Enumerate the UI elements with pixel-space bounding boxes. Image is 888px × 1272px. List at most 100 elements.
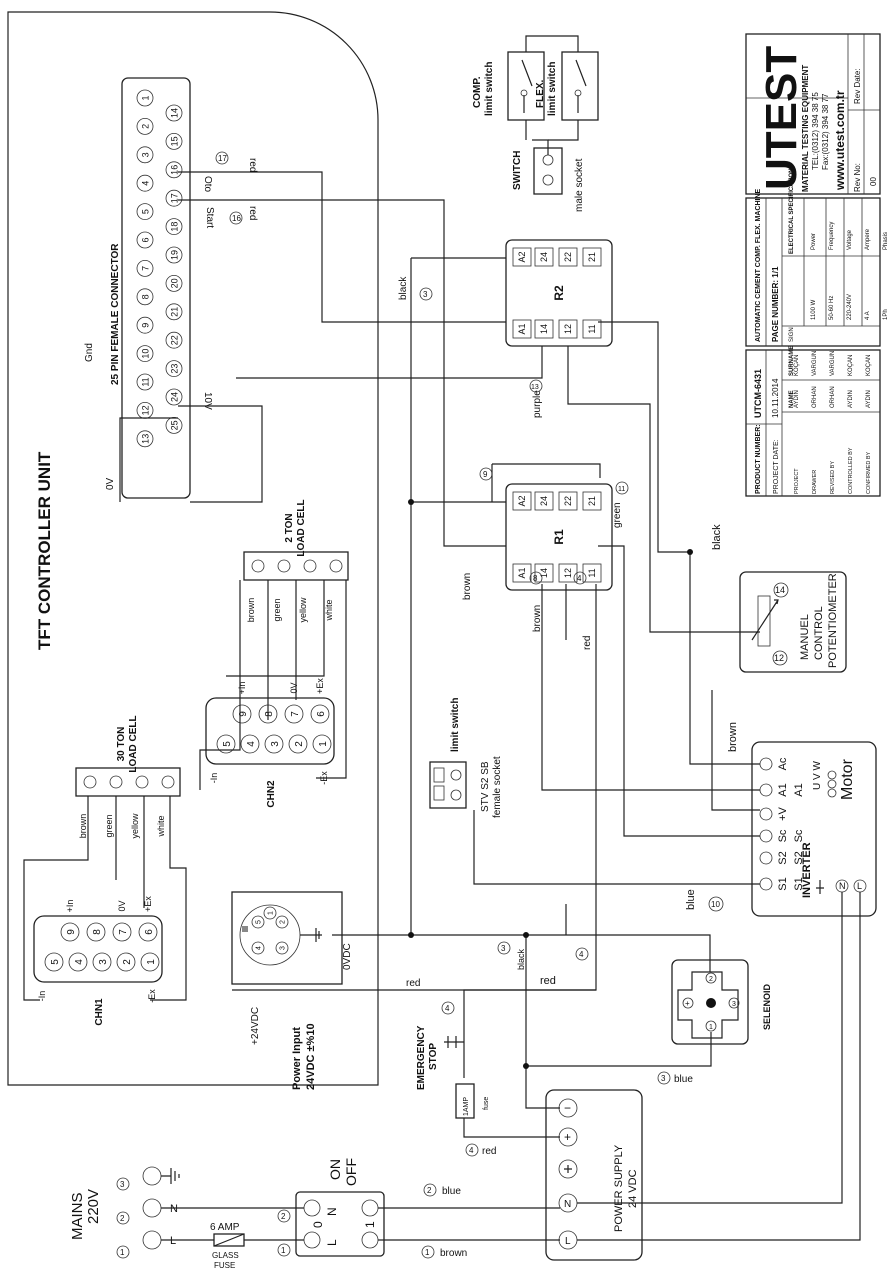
sig-start: Start <box>204 207 215 228</box>
relay-name: R2 <box>552 285 566 301</box>
svg-text:22: 22 <box>563 252 573 262</box>
inverter-title: INVERTER <box>801 842 813 898</box>
svg-text:blue: blue <box>685 889 697 910</box>
svg-text:CHN2: CHN2 <box>266 780 277 808</box>
manual-potentiometer <box>739 571 847 673</box>
svg-text:UTCM-6431: UTCM-6431 <box>753 369 763 418</box>
power-plus-label: +24VDC <box>250 1007 261 1045</box>
svg-text:8: 8 <box>264 711 275 717</box>
pin-9 <box>136 316 154 334</box>
power-supply-block <box>545 1089 643 1261</box>
svg-text:MATERIAL TESTING EQUIPMENT: MATERIAL TESTING EQUIPMENT <box>801 65 810 192</box>
staff-name: AYDIN <box>794 390 800 408</box>
svg-text:10: 10 <box>711 900 720 909</box>
svg-text:2: 2 <box>281 1212 286 1221</box>
pin-23 <box>165 360 183 378</box>
svg-text:fuse: fuse <box>483 1097 490 1110</box>
power-input-spec: 24VDC ±%10 <box>305 1023 317 1090</box>
label-16: 16 <box>232 214 241 223</box>
pin-label-22: 22 <box>170 335 180 345</box>
stv-limit-label: limit switch <box>450 698 461 752</box>
pin-11 <box>136 373 154 391</box>
svg-text:24: 24 <box>539 496 549 506</box>
wire-label-white: white <box>156 815 166 837</box>
svg-text:5: 5 <box>222 741 233 747</box>
wire-label-white: white <box>324 599 334 621</box>
svg-text:Rev No:: Rev No: <box>853 163 862 192</box>
terminal-A1 <box>512 319 532 339</box>
svg-text:A1: A1 <box>793 783 805 796</box>
terminal-A2 <box>512 247 532 267</box>
psu-label-2: 24 VDC <box>627 1169 639 1208</box>
logo: UTEST <box>757 46 806 190</box>
svg-text:A1: A1 <box>517 323 527 334</box>
power-zero-label: 0VDC <box>342 943 353 970</box>
svg-text:3: 3 <box>423 290 428 299</box>
spec-value: 4 A <box>865 311 871 320</box>
svg-text:brown: brown <box>532 605 543 632</box>
pin-2 <box>136 118 154 135</box>
staff-surname: KOÇAN <box>866 355 872 376</box>
svg-text:2: 2 <box>122 959 133 965</box>
svg-text:black: black <box>711 524 723 550</box>
svg-text:S1: S1 <box>777 877 789 890</box>
switch-label: SWITCH <box>512 151 523 190</box>
pin-19 <box>165 246 183 264</box>
pin-16 <box>165 161 183 179</box>
terminal-12 <box>558 319 578 339</box>
pin-label-4: 4 <box>141 181 151 186</box>
staff-role: REVISED BY <box>830 461 836 494</box>
estop-fuse <box>455 1083 475 1119</box>
pin-label-18: 18 <box>170 222 180 232</box>
svg-text:3: 3 <box>270 741 281 747</box>
svg-text:L: L <box>170 1235 176 1247</box>
svg-text:2: 2 <box>427 1186 432 1195</box>
pin-label-16: 16 <box>170 165 180 175</box>
title-block: UTEST MATERIAL TESTING EQUIPMENT TEL:(03… <box>745 33 888 497</box>
svg-text:1: 1 <box>318 741 329 747</box>
svg-text:+Ex: +Ex <box>315 678 325 694</box>
svg-text:L: L <box>565 1236 571 1247</box>
staff-role: CONFIRMED BY <box>866 452 872 495</box>
pin-14 <box>165 104 183 122</box>
terminal-14 <box>534 319 554 339</box>
svg-text:2 TON: 2 TON <box>284 513 295 542</box>
label-17: 17 <box>218 154 227 163</box>
pin-label-23: 23 <box>170 364 180 374</box>
power-input-title: Power Input <box>291 1027 303 1090</box>
pin-label-19: 19 <box>170 250 180 260</box>
controller-title: TFT CONTROLLER UNIT <box>35 451 54 650</box>
svg-text:7: 7 <box>290 711 301 717</box>
terminal-21 <box>582 247 602 267</box>
wire-label-yellow: yellow <box>130 813 140 839</box>
mains-voltage: 220V <box>85 1189 102 1224</box>
spec-key: Frequency <box>829 222 835 250</box>
power-pin-4 <box>251 941 265 955</box>
staff-name: AYDIN <box>848 390 854 408</box>
svg-text:4: 4 <box>246 741 257 747</box>
svg-text:8: 8 <box>533 574 538 583</box>
pin-20 <box>165 274 183 292</box>
flex-limit-switch <box>561 51 599 121</box>
svg-text:-Ex: -Ex <box>147 989 157 1003</box>
svg-text:S2: S2 <box>777 851 789 864</box>
svg-text:brown: brown <box>727 722 739 752</box>
svg-text:red: red <box>247 206 258 220</box>
svg-text:2: 2 <box>120 1214 125 1223</box>
svg-text:11: 11 <box>618 486 625 493</box>
svg-text:-In: -In <box>209 773 219 784</box>
svg-text:Sc: Sc <box>777 829 789 842</box>
svg-text:A2: A2 <box>517 495 527 506</box>
svg-text:4: 4 <box>469 1146 474 1155</box>
svg-text:00: 00 <box>869 177 878 186</box>
svg-text:L: L <box>857 881 862 891</box>
inverter-block <box>751 741 877 917</box>
power-pin-2 <box>275 915 289 929</box>
sig-10v: 10V <box>202 392 213 410</box>
svg-text:S2: S2 <box>793 851 805 864</box>
svg-text:12: 12 <box>563 324 573 334</box>
spec-value: 50-60 Hz <box>829 296 835 320</box>
staff-surname: VARGUN <box>812 351 818 376</box>
